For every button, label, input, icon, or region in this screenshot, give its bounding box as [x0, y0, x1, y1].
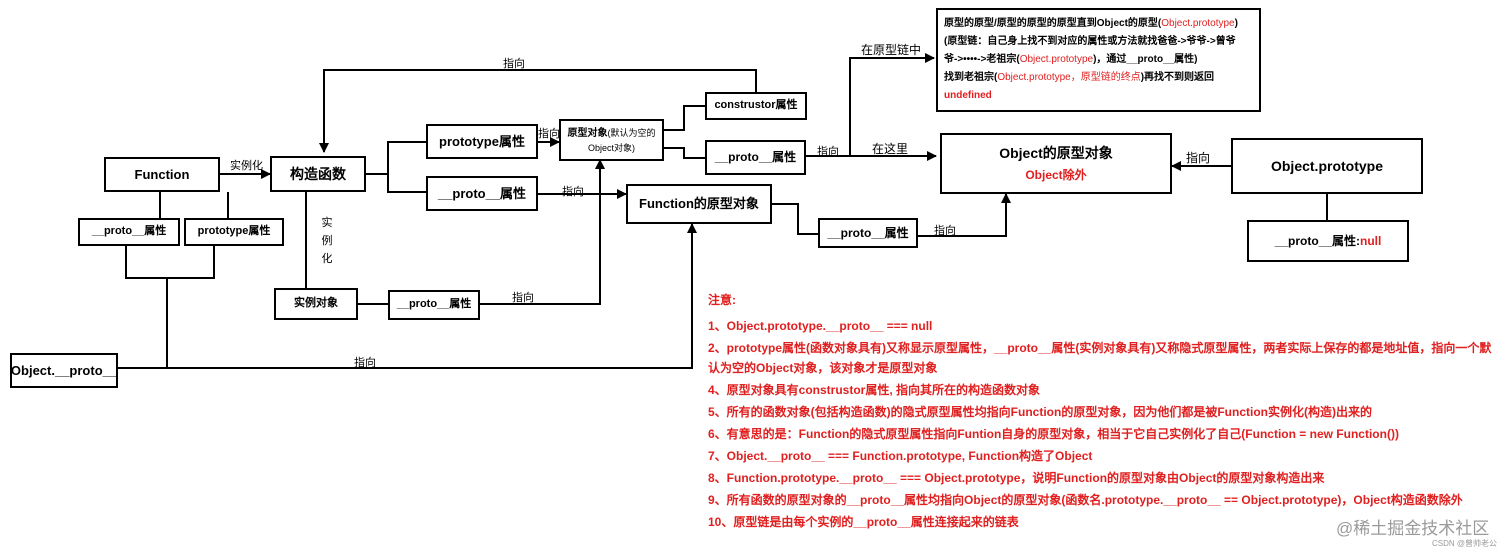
construstor-attr-box: construstor属性 — [705, 92, 807, 120]
label-points-to-lower: 指向 — [934, 225, 956, 237]
proto-attr-right-box: __proto__属性 — [705, 140, 806, 175]
prototype-object-box: 原型对象(默认为空的 Object对象) — [559, 119, 664, 161]
object-prototype-object-box: Object的原型对象 Object除外 — [940, 133, 1172, 194]
label-in-chain: 在原型链中 — [861, 43, 922, 57]
label-here: 在这里 — [872, 142, 909, 156]
function-proto-attr-box: __proto__属性 — [78, 218, 180, 246]
line-object-proto-pointer — [118, 223, 697, 369]
prototype-chain-info-box: 原型的原型/原型的原型的原型直到Object的原型(Object.prototy… — [936, 8, 1261, 112]
line-protoobj-to-construstor — [664, 105, 705, 131]
line-constructor-fork — [366, 141, 426, 175]
label-points-to-function-proto: 指向 — [562, 186, 584, 198]
watermark-site: @稀土掘金技术社区 — [1336, 519, 1490, 538]
label-points-to-proto-obj: 指向 — [538, 128, 560, 140]
line-construstor-loop — [319, 69, 757, 153]
object-proto-box: Object.__proto__ — [10, 353, 118, 388]
function-prototype-attr-box: prototype属性 — [184, 218, 284, 246]
instance-object-box: 实例对象 — [274, 288, 358, 320]
object-prototype-box: Object.prototype — [1231, 138, 1423, 194]
note-item: 7、Object.__proto__ === Function.prototyp… — [708, 449, 1093, 463]
object-prototype-proto-box: __proto__属性: null — [1247, 220, 1409, 262]
label-points-to-object-proto: 指向 — [354, 357, 376, 369]
note-item: 6、有意思的是：Function的隐式原型属性指向Funtion自身的原型对象，… — [708, 427, 1399, 441]
function-box: Function — [104, 157, 220, 192]
label-points-to-right: 指向 — [817, 146, 839, 158]
note-item: 1、Object.prototype.__proto__ === null — [708, 319, 933, 333]
line-function-join — [125, 246, 215, 279]
note-item: 8、Function.prototype.__proto__ === Objec… — [708, 471, 1325, 485]
label-points-to-top: 指向 — [503, 58, 525, 70]
note-item: 9、所有函数的原型对象的__proto__属性均指向Object的原型对象(函数… — [708, 493, 1463, 507]
notes-title: 注意: — [708, 293, 736, 307]
line-chain-branch — [849, 53, 935, 156]
label-instantiate: 实例化 — [230, 160, 263, 172]
note-item: 认为空的Object对象，该对象才是原型对象 — [708, 361, 938, 375]
function-prototype-object-box: Function的原型对象 — [626, 184, 772, 224]
proto-attr-mid-box: __proto__属性 — [426, 176, 538, 211]
note-item: 2、prototype属性(函数对象具有)又称显示原型属性，__proto__属… — [708, 341, 1492, 355]
note-item: 5、所有的函数对象(包括构造函数)的隐式原型属性均指向Function的原型对象… — [708, 405, 1372, 419]
proto-attr-lower-box: __proto__属性 — [818, 218, 918, 248]
label-points-to-object-prototype: 指向 — [1186, 151, 1211, 165]
prototype-attr-box: prototype属性 — [426, 124, 538, 159]
line-fnproto-to-lower — [772, 203, 818, 235]
note-item: 4、原型对象具有construstor属性, 指向其所在的构造函数对象 — [708, 383, 1041, 397]
note-item: 10、原型链是由每个实例的__proto__属性连接起来的链表 — [708, 515, 1019, 529]
constructor-box: 构造函数 — [270, 156, 366, 192]
instance-proto-attr-box: __proto__属性 — [388, 290, 480, 320]
line-instance-proto-pointer — [480, 159, 605, 305]
line-protoobj-to-proto-right — [664, 147, 705, 159]
label-instantiate-vertical: 实 例 化 — [321, 217, 333, 265]
watermark-csdn: CSDN @曾帅老公 — [1432, 539, 1498, 548]
line-constructor-fork-lower — [387, 174, 426, 193]
label-points-to-instance: 指向 — [512, 292, 534, 304]
line-lower-to-objproto — [918, 193, 1011, 237]
